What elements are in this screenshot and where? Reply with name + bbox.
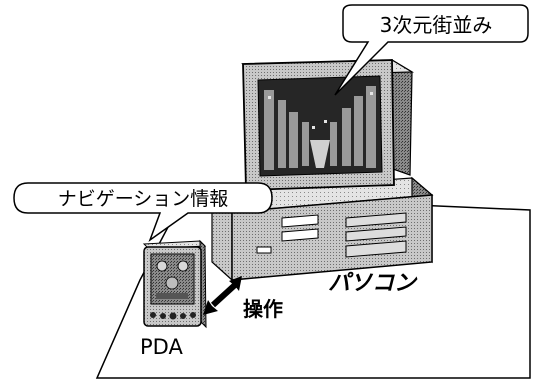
pda-button — [160, 313, 166, 319]
nav-speech-bubble: ナビゲーション情報 — [13, 182, 273, 243]
pda-device — [142, 239, 207, 329]
pc-label: パソコン — [328, 271, 418, 296]
pda-button — [169, 312, 177, 320]
pda-label: PDA — [140, 335, 183, 359]
pda-button — [150, 312, 156, 318]
city-speech-bubble: 3次元街並み — [334, 4, 529, 96]
city-3d-render — [264, 86, 376, 170]
city-bubble-label: 3次元街並み — [380, 13, 493, 37]
nav-bubble-label: ナビゲーション情報 — [58, 188, 229, 210]
pda-button — [190, 312, 196, 318]
monitor — [241, 58, 415, 191]
operation-label: 操作 — [243, 297, 283, 321]
operation-arrow-icon — [203, 276, 242, 315]
pda-button — [180, 313, 186, 319]
